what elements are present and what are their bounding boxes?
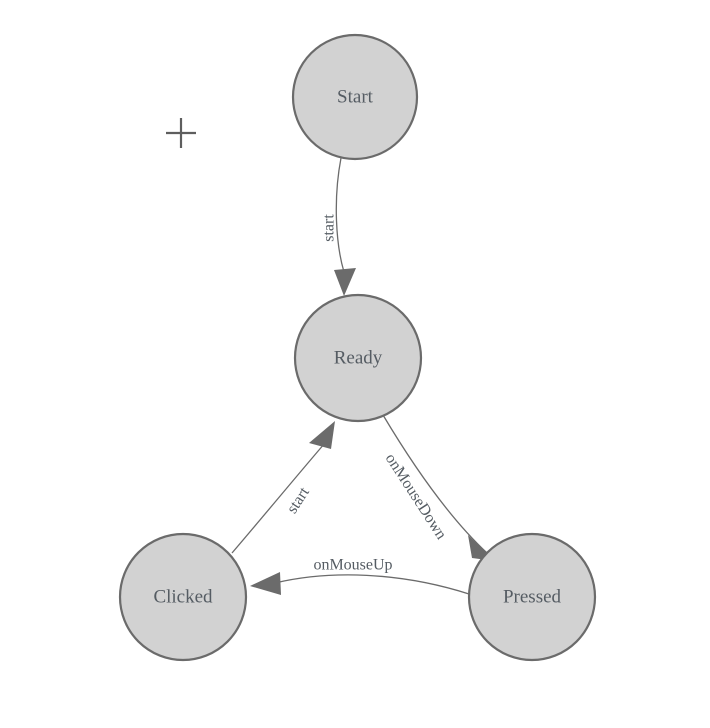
edge-line-start-to-ready [335,157,345,273]
edge-line-pressed-to-clicked [274,574,470,595]
node-ready-circle[interactable] [293,293,423,423]
node-pressed[interactable]: Pressed [467,532,597,662]
node-pressed-circle[interactable] [467,532,597,662]
edge-label-ready-to-pressed: onMouseDown [382,451,450,543]
node-ready[interactable]: Ready [293,293,423,423]
node-clicked-label: Clicked [153,586,213,607]
edge-label-clicked-to-ready: start [284,484,314,517]
arrowhead-start-to-ready [334,268,356,296]
node-start-circle[interactable] [291,33,419,161]
arrowhead-clicked-to-ready [309,421,335,449]
arrowhead-pressed-to-clicked [250,572,281,595]
edge-start-to-ready[interactable]: start [321,157,356,296]
node-clicked[interactable]: Clicked [118,532,248,662]
edge-label-pressed-to-clicked: onMouseUp [313,557,392,574]
edge-pressed-to-clicked[interactable]: onMouseUp [250,557,470,595]
edge-line-clicked-to-ready [231,442,326,554]
edge-line-ready-to-pressed [382,414,488,554]
node-pressed-label: Pressed [503,586,562,607]
node-start-label: Start [337,86,374,107]
node-clicked-circle[interactable] [118,532,248,662]
crosshair-icon[interactable] [166,118,196,148]
node-ready-label: Ready [334,347,383,368]
edge-clicked-to-ready[interactable]: start [231,421,335,554]
edge-label-start-to-ready: start [321,214,338,242]
node-start[interactable]: Start [291,33,419,161]
edge-ready-to-pressed[interactable]: onMouseDown [382,414,495,561]
